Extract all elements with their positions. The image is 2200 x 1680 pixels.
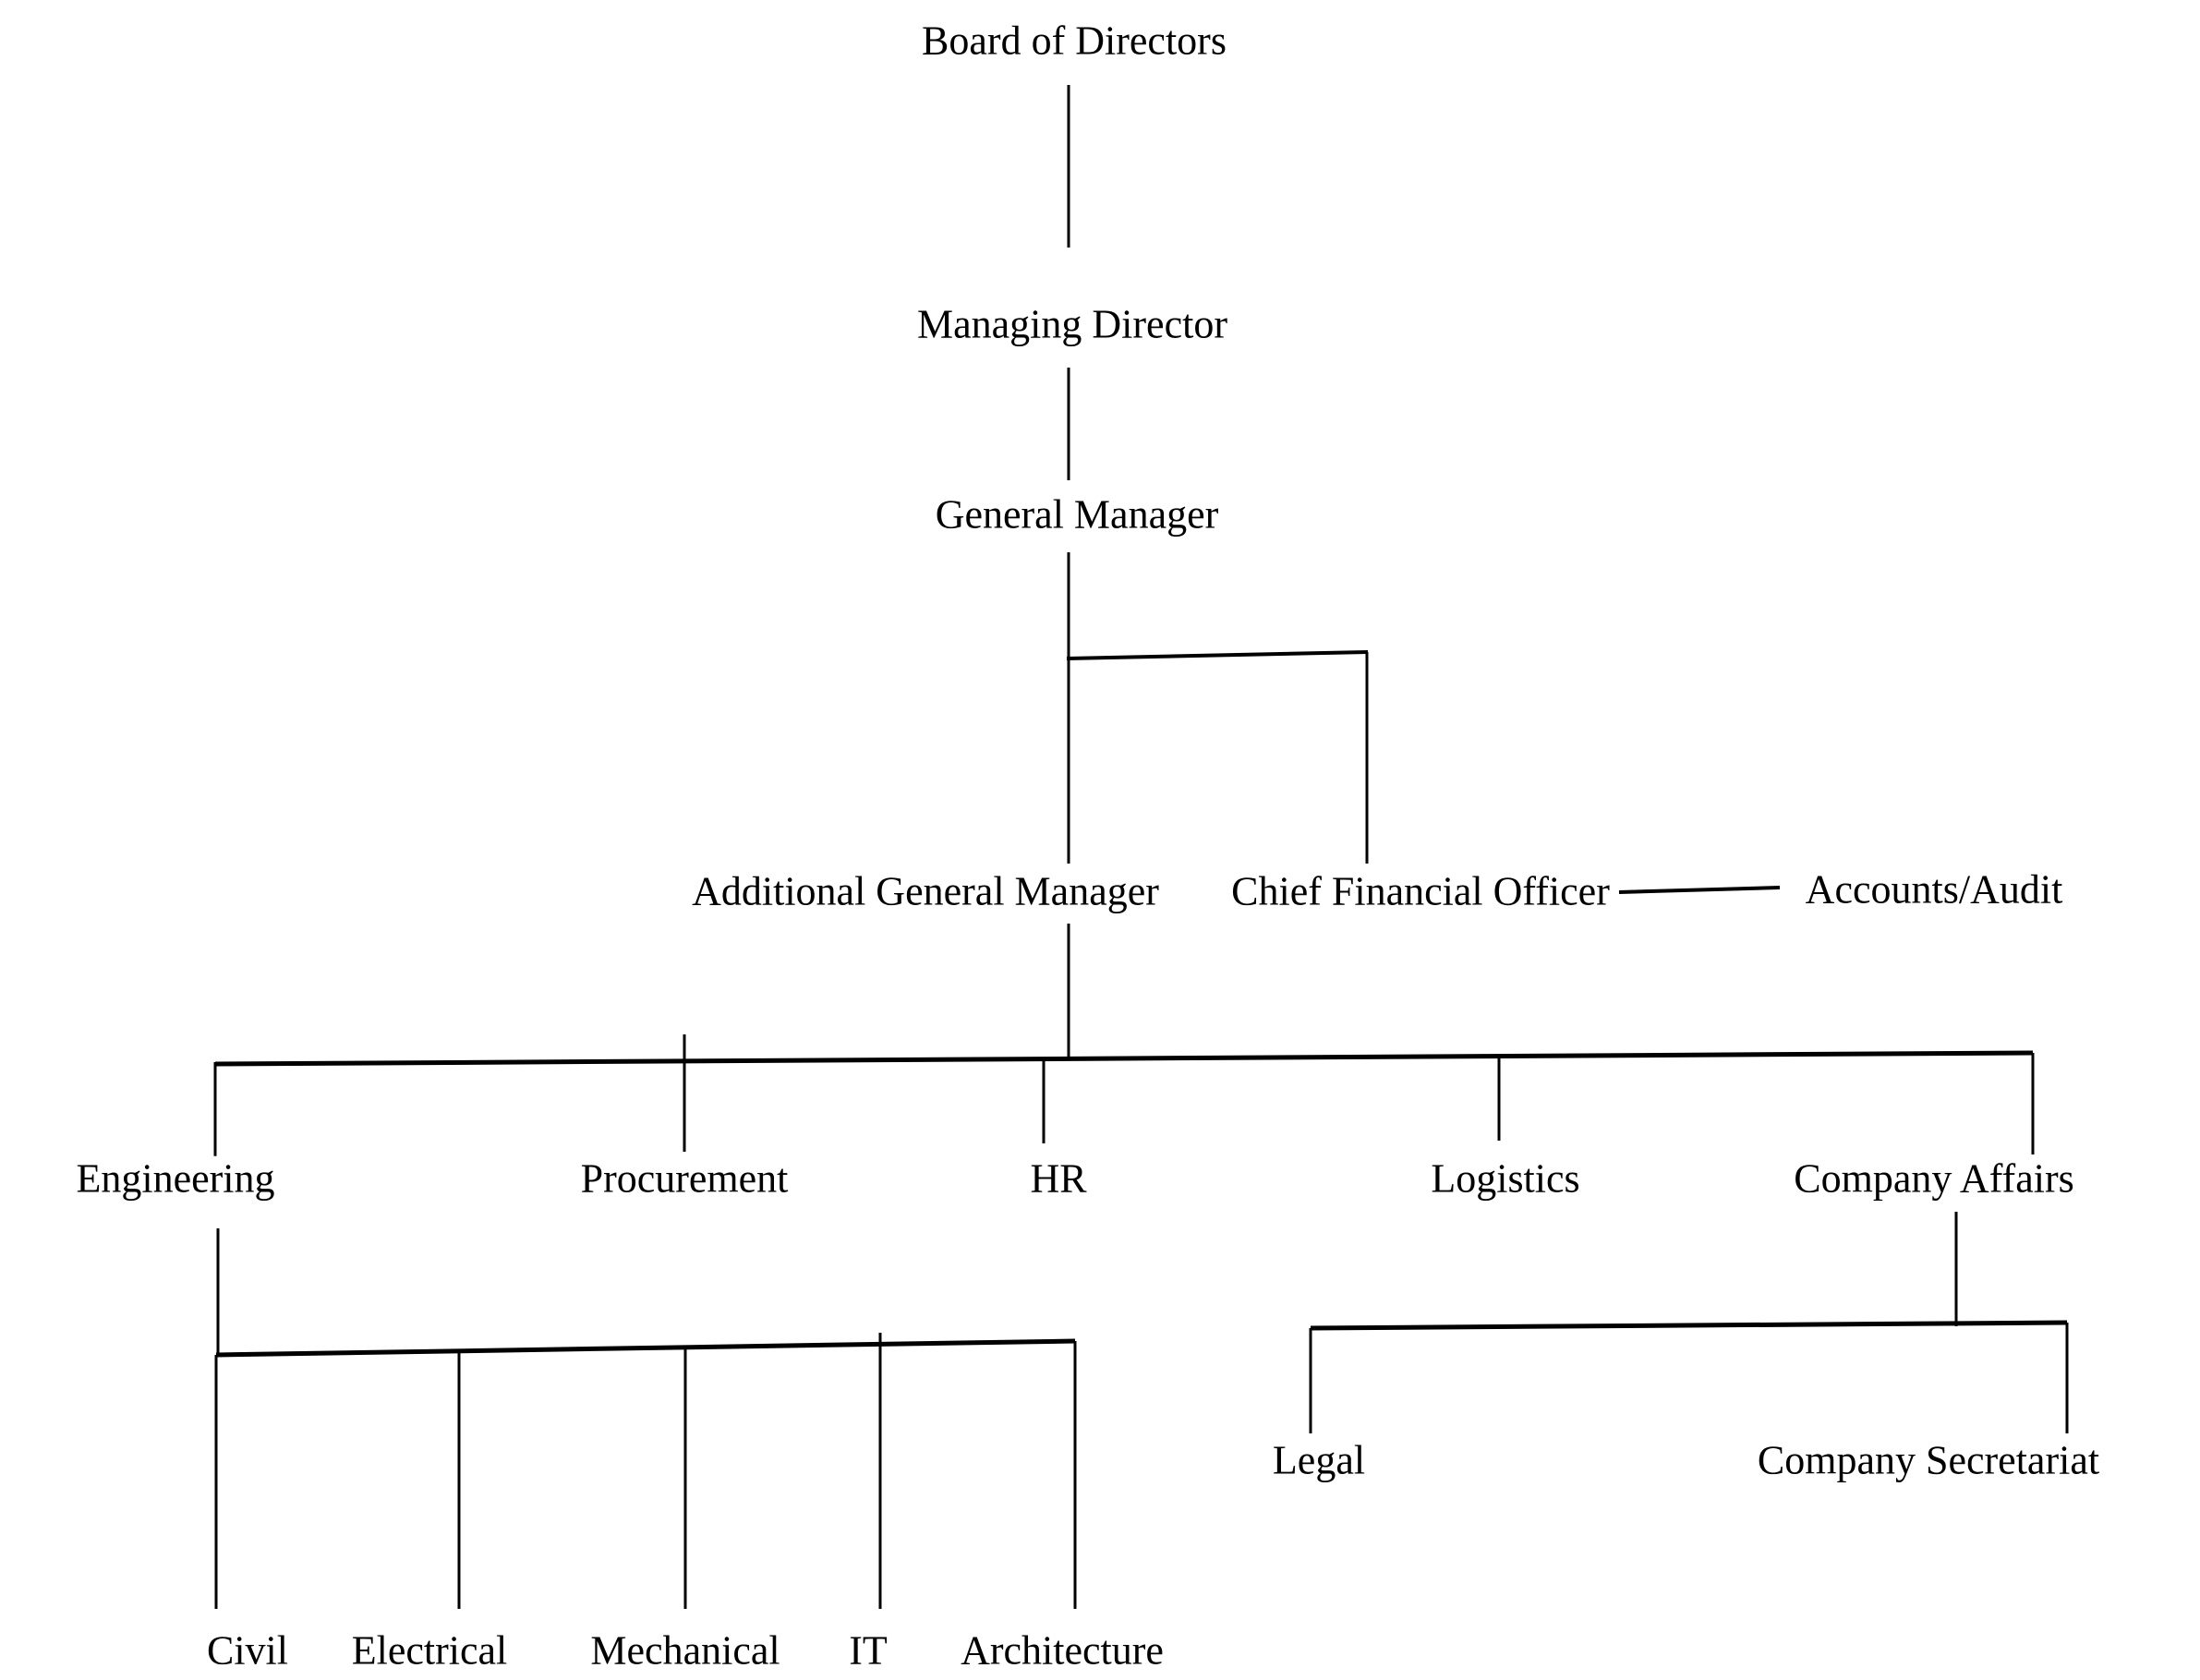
node-civil: Civil: [206, 1627, 289, 1675]
node-managing-director: Managing Director: [917, 301, 1227, 349]
node-company-secretariat: Company Secretariat: [1757, 1437, 2100, 1485]
engineering-bar: [215, 1338, 1076, 1358]
node-engineering: Engineering: [76, 1155, 275, 1203]
node-board-of-directors: Board of Directors: [922, 18, 1227, 66]
node-electrical: Electrical: [351, 1627, 508, 1675]
node-company-affairs: Company Affairs: [1794, 1155, 2074, 1203]
edge-gm-to-cfo-horizontal: [1066, 650, 1369, 660]
node-additional-general-manager: Additional General Manager: [692, 868, 1159, 916]
dept-bar: [214, 1050, 2034, 1067]
node-architecture: Architecture: [961, 1627, 1164, 1675]
edge-cfo-to-accounts-audit: [1618, 886, 1781, 894]
node-general-manager: General Manager: [935, 491, 1219, 539]
node-it: IT: [849, 1627, 888, 1675]
node-logistics: Logistics: [1431, 1155, 1580, 1203]
node-hr: HR: [1030, 1155, 1087, 1203]
company-affairs-bar: [1310, 1320, 2068, 1331]
node-legal: Legal: [1272, 1437, 1366, 1485]
node-procurement: Procurement: [580, 1155, 789, 1203]
node-chief-financial-officer: Chief Financial Officer: [1231, 868, 1610, 916]
node-mechanical: Mechanical: [590, 1627, 780, 1675]
node-accounts-audit: Accounts/Audit: [1805, 866, 2063, 914]
